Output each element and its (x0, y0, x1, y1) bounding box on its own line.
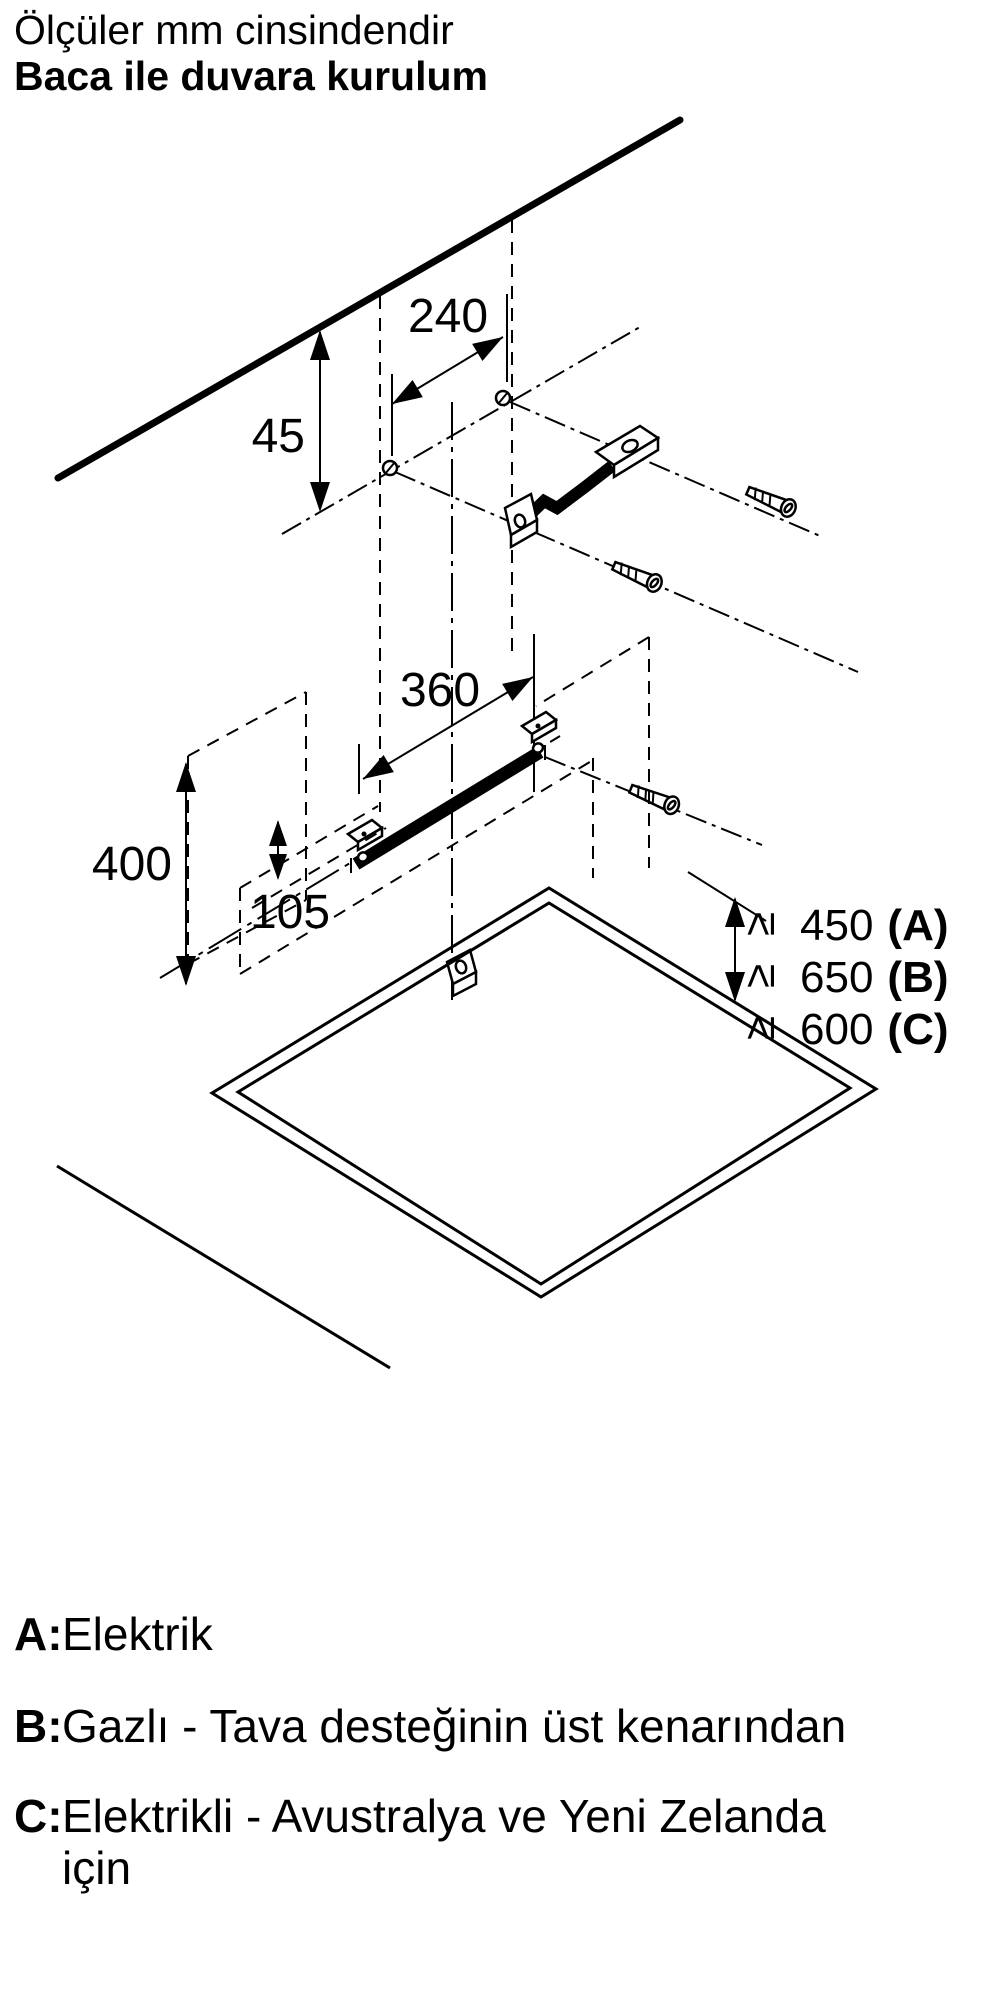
hood-outline (187, 899, 307, 965)
arrowhead (269, 820, 287, 846)
dim-45: 45 (252, 410, 305, 463)
cooktop-outline (209, 886, 879, 1299)
mounting-screw-icon (744, 485, 797, 518)
clearance-c: 600 (C) (800, 1005, 949, 1054)
mounting-bar-icon (345, 710, 559, 873)
geq-symbol: ≥ (735, 912, 784, 936)
clearance-a: 450 (A) (800, 901, 949, 950)
clearance-b-label: (B) (887, 953, 948, 1002)
hood-outline (187, 691, 307, 757)
mounting-screw-icon (610, 560, 663, 593)
legend-label-a: A: (14, 1608, 63, 1660)
wall-hole-icon (381, 459, 399, 477)
hood-outline (239, 759, 594, 975)
arrowhead (502, 677, 533, 702)
ceiling-line (54, 116, 684, 482)
legend-text-a: Elektrik (62, 1608, 214, 1660)
legend-label-c: C: (14, 1790, 63, 1842)
geq-symbol: ≥ (735, 964, 784, 988)
clearance-a-value: 450 (800, 901, 873, 950)
dim-240: 240 (408, 290, 488, 343)
arrowhead (725, 897, 745, 927)
wall-hole-icon (494, 389, 512, 407)
arrowhead (310, 482, 330, 512)
dim-360: 360 (400, 664, 480, 717)
arrowhead (725, 972, 745, 1002)
dim-400: 400 (92, 838, 172, 891)
page-subtitle: Baca ile duvara kurulum (14, 53, 488, 99)
arrowhead (176, 956, 196, 986)
arrowhead (310, 330, 330, 360)
countertop-edge (56, 1164, 391, 1370)
hood-outline (535, 636, 650, 707)
legend-text-c2: için (62, 1842, 131, 1894)
screw-axis-b (509, 401, 821, 537)
legend-text-b: Gazlı - Tava desteğinin üst kenarından (62, 1700, 846, 1752)
legend-label-b: B: (14, 1700, 63, 1752)
page-title: Ölçüler mm cinsindendir (14, 7, 454, 53)
arrowhead (392, 379, 423, 404)
clearance-c-value: 600 (800, 1005, 873, 1054)
dim-105: 105 (250, 886, 330, 939)
clearance-a-label: (A) (887, 901, 948, 950)
hole-axis-line (281, 326, 641, 535)
arrowhead (472, 337, 503, 362)
legend-text-c: Elektrikli - Avustralya ve Yeni Zelanda (62, 1790, 826, 1842)
hood-bottom-edge (687, 871, 767, 922)
hood-outline (239, 805, 379, 889)
hood-outline (251, 827, 387, 909)
clearance-c-label: (C) (887, 1005, 948, 1054)
arrowhead (176, 762, 196, 792)
chimney-bracket-icon (503, 424, 661, 550)
clearance-b-value: 650 (800, 953, 873, 1002)
clearance-b: 650 (B) (800, 953, 949, 1002)
mounting-screw-icon (627, 783, 681, 816)
arrowhead (269, 854, 287, 880)
screw-axis-a (394, 471, 859, 673)
arrowhead (363, 754, 394, 779)
